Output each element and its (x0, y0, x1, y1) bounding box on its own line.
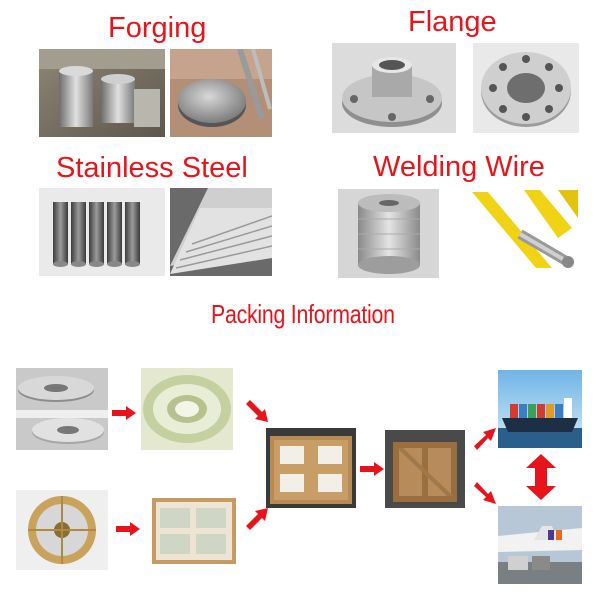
arrow-case-to-ship (472, 428, 496, 450)
packing-wire-spool-photo (16, 490, 108, 570)
welding-wire-spool-photo (338, 189, 439, 278)
welding-wire-rods-photo (468, 188, 578, 276)
flange-photo-1 (332, 43, 456, 133)
packing-information-title: Packing Information (211, 299, 395, 329)
packing-wooden-case-photo (385, 430, 465, 508)
arrow-spool-to-boxed (116, 522, 140, 536)
cargo-plane-photo (498, 506, 582, 584)
welding-wire-title: Welding Wire (373, 151, 545, 183)
stainless-steel-flat-bars-photo (170, 188, 272, 276)
packing-boxed-spools-photo (148, 492, 240, 568)
arrow-ship-plane-double (526, 454, 556, 500)
flange-photo-2 (473, 43, 579, 133)
stainless-steel-title: Stainless Steel (56, 152, 248, 184)
forging-title: Forging (108, 12, 207, 44)
arrow-cartons-to-wooden-case (360, 462, 384, 476)
packing-wrapped-coil-photo (141, 368, 233, 450)
arrow-wrapped-to-cartons (244, 398, 270, 424)
forging-photo-2 (170, 49, 272, 137)
packing-cartons-photo (266, 428, 356, 508)
arrow-boxed-to-cartons (244, 506, 270, 532)
flange-title: Flange (408, 6, 497, 38)
arrow-case-to-plane (472, 482, 496, 504)
forging-photo-1 (39, 49, 165, 137)
stainless-steel-bars-photo (39, 188, 165, 276)
packing-coils-photo (16, 368, 108, 450)
arrow-coils-to-wrapped (112, 406, 136, 420)
container-ship-photo (498, 370, 582, 448)
